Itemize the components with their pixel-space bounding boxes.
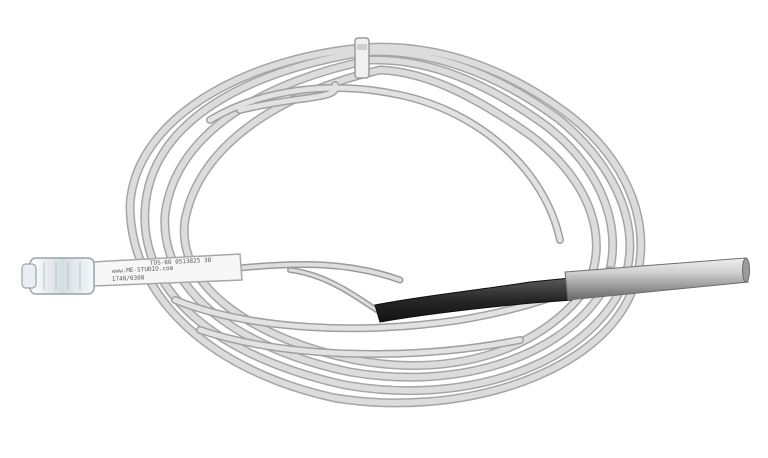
sleeve-label-line1: TDS-80 0513825 38 xyxy=(150,257,212,267)
rj-connector-icon xyxy=(21,257,95,295)
sleeve-label-line3: 1740/0308 xyxy=(112,274,145,283)
cable-tie-icon xyxy=(354,37,370,79)
sleeve-label-line2: www.ME-STUDIO.com xyxy=(112,265,174,275)
label-sleeve: TDS-80 0513825 38 www.ME-STUDIO.com 1740… xyxy=(91,253,243,287)
cable-coil xyxy=(125,42,646,408)
temperature-probe-icon xyxy=(374,257,750,323)
